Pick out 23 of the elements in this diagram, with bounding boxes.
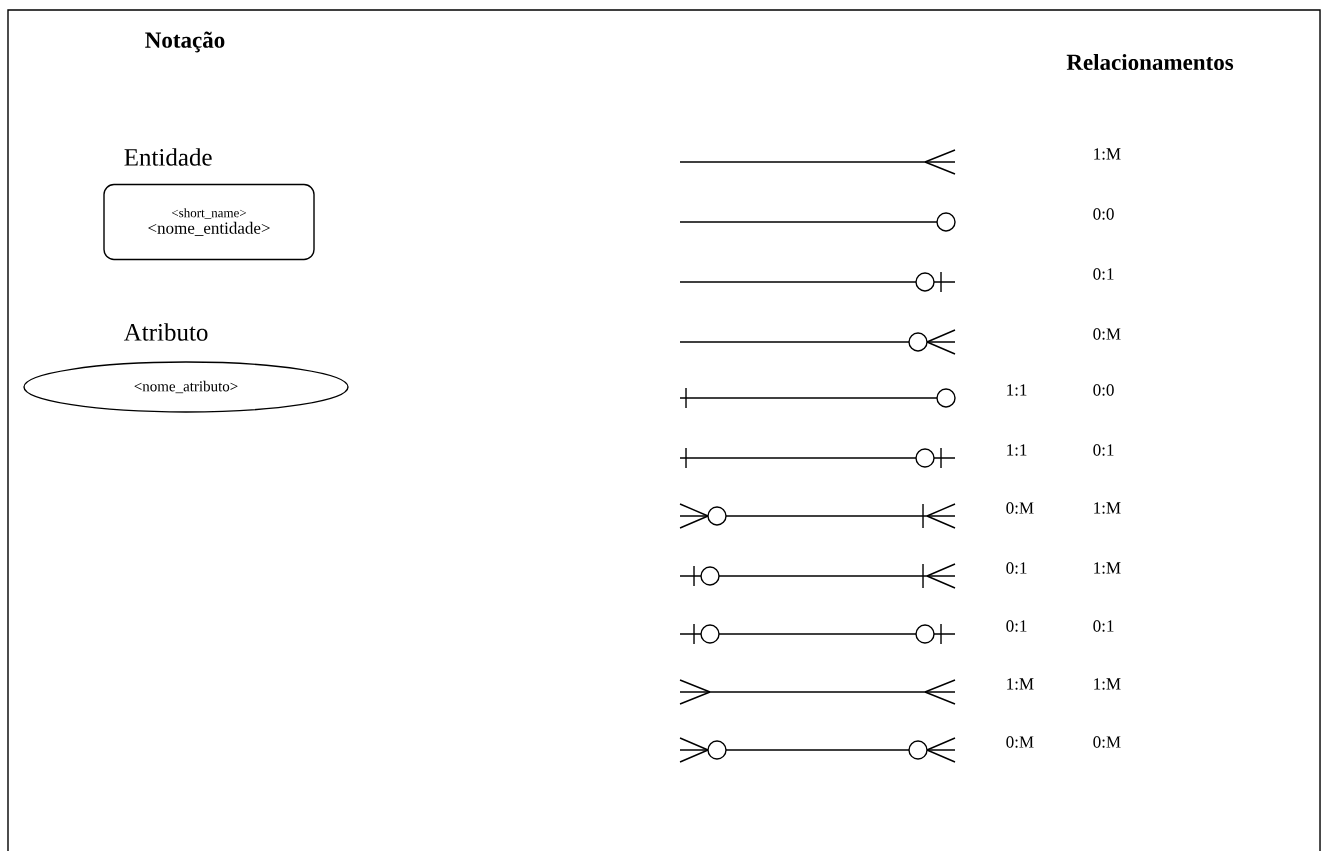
- heading: Atributo: [123, 323, 208, 341]
- heading: Entidade: [124, 148, 212, 166]
- cardinality-label: 0:1: [1093, 620, 1114, 632]
- cardinality-label: 0:M: [1006, 736, 1034, 748]
- heading: Relacionamentos: [1066, 53, 1234, 71]
- entity-box: <short_name> <nome_entidade>: [103, 183, 315, 261]
- cardinality-label: 0:1: [1093, 444, 1114, 456]
- cardinality-label: 1:M: [1094, 502, 1121, 514]
- cardinality-label: 0:1: [1006, 620, 1027, 632]
- cardinality-label: 1:M: [1007, 678, 1034, 690]
- cardinality-label: 0:M: [1006, 502, 1034, 514]
- cardinality-label: 0:1: [1093, 268, 1114, 280]
- cardinality-label: 0:0: [1093, 384, 1114, 396]
- title: Notação: [145, 31, 225, 53]
- cardinality-label: 0:M: [1093, 328, 1121, 340]
- cardinality-label: 1:1: [1007, 384, 1027, 396]
- cardinality-label: 1:M: [1094, 562, 1121, 574]
- cardinality-label: 1:M: [1094, 678, 1121, 690]
- cardinality-label: 0:M: [1093, 736, 1121, 748]
- cardinality-label: 0:0: [1093, 208, 1114, 220]
- cardinality-label: 1:1: [1007, 444, 1027, 456]
- cardinality-label: 0:1: [1006, 562, 1027, 574]
- cardinality-label: 1:M: [1094, 148, 1121, 160]
